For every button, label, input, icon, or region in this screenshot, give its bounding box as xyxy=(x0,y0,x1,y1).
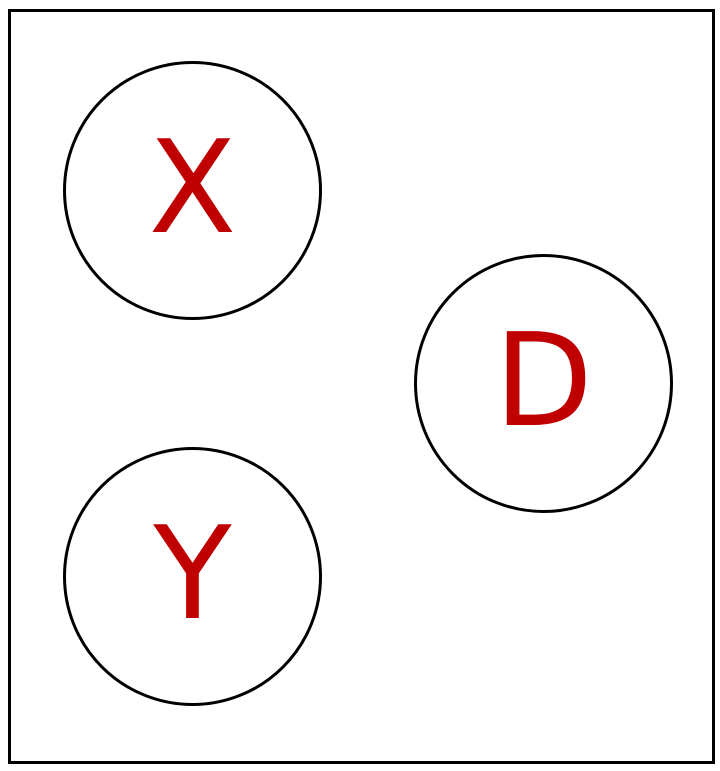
node-d-circle: D xyxy=(414,254,673,513)
node-d-label: D xyxy=(494,306,593,456)
node-x-circle: X xyxy=(63,61,322,320)
node-y-label: Y xyxy=(153,499,232,649)
node-x-label: X xyxy=(148,113,237,263)
node-y-circle: Y xyxy=(63,447,322,706)
